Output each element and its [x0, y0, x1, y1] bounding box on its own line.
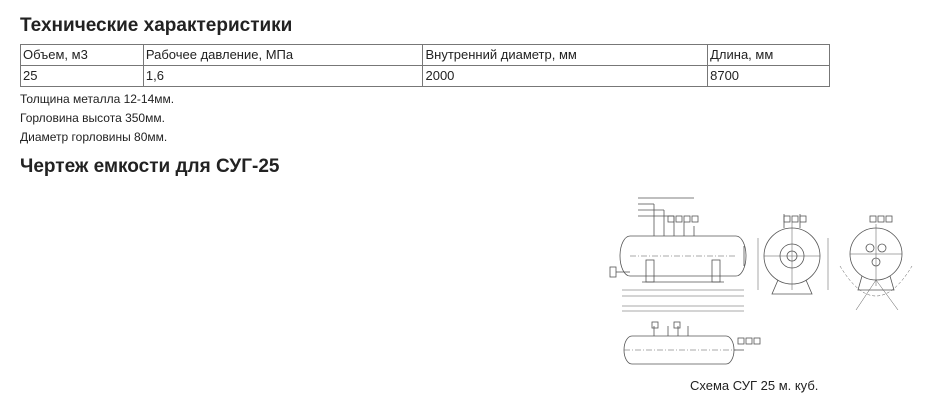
- tank-side-view: [609, 197, 747, 312]
- spec-heading: Технические характеристики: [20, 15, 293, 36]
- tank-scheme-drawing: [609, 197, 913, 365]
- header-pressure: Рабочее давление, МПа: [142, 44, 424, 66]
- tank-end-view-right: [839, 215, 913, 311]
- tank-top-view: [623, 321, 761, 365]
- note-metal-thickness: Толщина металла 12-14мм.: [20, 92, 175, 106]
- drawing-heading: Чертеж емкости для СУГ-25: [20, 156, 280, 177]
- scheme-caption: Схема СУГ 25 м. куб.: [690, 378, 819, 393]
- spec-table: Объем, м3 Рабочее давление, МПа Внутренн…: [20, 44, 830, 87]
- cell-length: 8700: [707, 65, 830, 87]
- header-volume: Объем, м3: [20, 44, 144, 66]
- cell-diameter: 2000: [422, 65, 709, 87]
- tank-end-view-left: [757, 214, 829, 295]
- cell-volume: 25: [20, 65, 144, 87]
- table-header-row: Объем, м3 Рабочее давление, МПа Внутренн…: [20, 44, 830, 66]
- note-neck-diameter: Диаметр горловины 80мм.: [20, 130, 168, 144]
- header-length: Длина, мм: [707, 44, 830, 66]
- header-diameter: Внутренний диаметр, мм: [422, 44, 709, 66]
- table-row: 25 1,6 2000 8700: [20, 65, 830, 87]
- cell-pressure: 1,6: [142, 65, 424, 87]
- note-neck-height: Горловина высота 350мм.: [20, 111, 165, 125]
